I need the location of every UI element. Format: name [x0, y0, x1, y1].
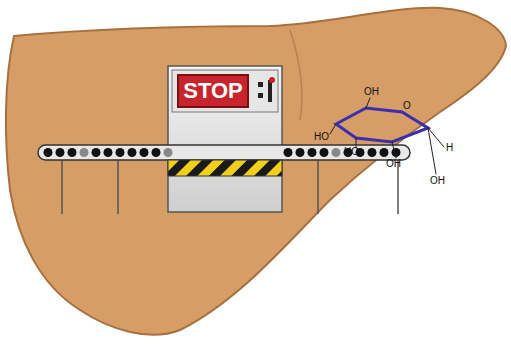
atom-label: H: [446, 143, 453, 153]
atom-label: OH: [386, 159, 401, 169]
belt-beads: [44, 148, 401, 157]
stop-text: STOP: [183, 78, 243, 104]
atom-label: HO: [314, 132, 329, 142]
atom-label: O: [403, 101, 411, 111]
liver-outline: [6, 8, 506, 335]
atom-label: OH: [430, 176, 445, 186]
conveyor-belt: [38, 145, 410, 160]
atom-label: HO: [344, 147, 359, 157]
atom-label: OH: [364, 87, 379, 97]
switch-lever: [268, 80, 272, 102]
glucose-molecule: [330, 98, 444, 174]
lobe-crease: [290, 30, 302, 120]
stop-sign: STOP: [177, 74, 249, 108]
belt-legs: [62, 160, 398, 214]
switch-light: [269, 77, 275, 83]
hazard-stripe: [168, 160, 282, 176]
stop-machine: [168, 66, 282, 212]
control-panel: [172, 70, 278, 112]
